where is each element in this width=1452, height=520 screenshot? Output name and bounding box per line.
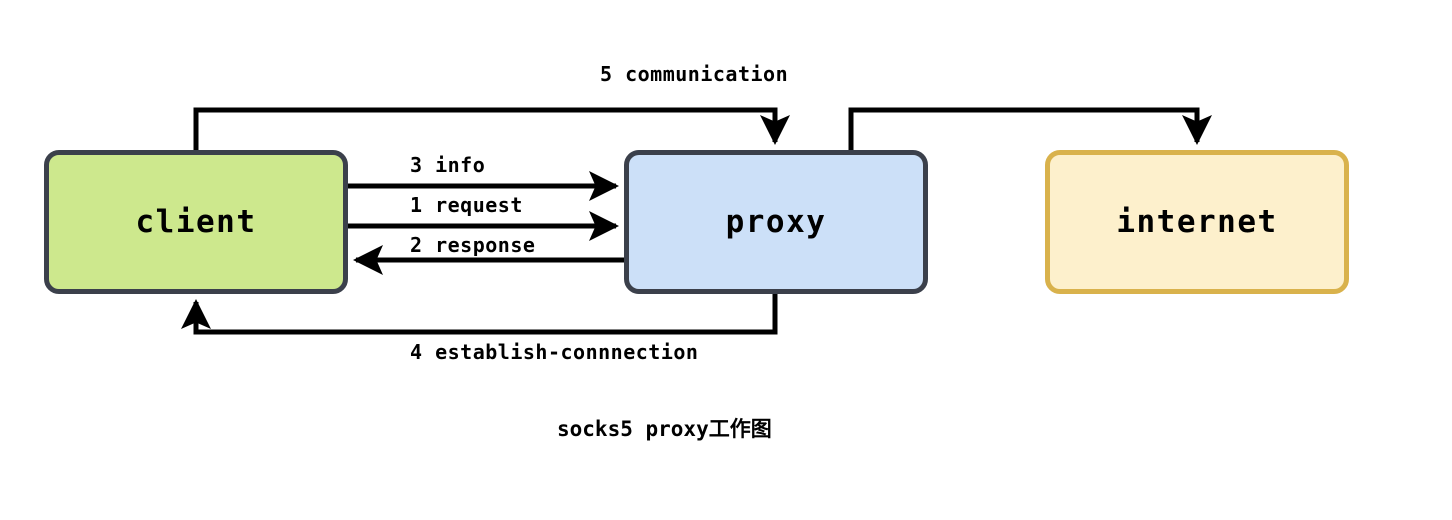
edge-establish (181, 294, 778, 335)
node-proxy[interactable]: proxy (624, 150, 928, 294)
edge-proxy-internet (848, 107, 1212, 150)
edge-label-info: 3 info (410, 153, 486, 177)
node-internet-label: internet (1116, 204, 1278, 240)
node-internet[interactable]: internet (1045, 150, 1349, 294)
edge-label-establish: 4 establish-connnection (410, 340, 699, 364)
node-client[interactable]: client (44, 150, 348, 294)
edge-label-communication: 5 communication (600, 62, 789, 86)
node-client-label: client (135, 204, 257, 240)
diagram-caption: socks5 proxy工作图 (557, 417, 772, 441)
edge-communication (193, 107, 790, 150)
node-proxy-label: proxy (725, 204, 827, 240)
edge-label-response: 2 response (410, 233, 536, 257)
edge-label-request: 1 request (410, 193, 523, 217)
